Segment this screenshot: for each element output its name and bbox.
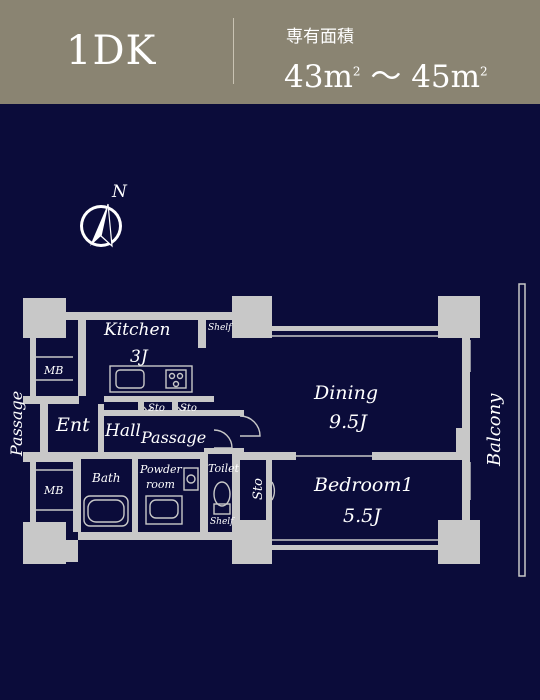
- area-label: 専有面積: [286, 27, 354, 47]
- sto-label-3: Sto: [251, 478, 266, 500]
- unit-type: 1DK: [66, 28, 157, 74]
- header-bar: 1DK 専有面積 43m2 〜 45m2: [0, 0, 540, 104]
- toilet-label: Toilet: [208, 462, 240, 475]
- sto-label-2: Sto: [180, 403, 197, 414]
- passage-outer-label: Passage: [7, 391, 26, 457]
- shelf-top-label: Shelf: [208, 323, 233, 333]
- passage-inner-label: Passage: [140, 428, 206, 447]
- area-range: 43m2 〜 45m2: [284, 51, 488, 96]
- compass-icon: [80, 203, 122, 248]
- balcony-rail: [518, 283, 526, 577]
- dining-size: 9.5J: [329, 411, 368, 433]
- ent-label: Ent: [55, 414, 90, 436]
- compass-label: N: [111, 182, 128, 202]
- mb-top-label: MB: [43, 364, 63, 377]
- area-max-sup: 2: [480, 64, 488, 79]
- area-max: 45m: [411, 59, 481, 95]
- bath-label: Bath: [91, 471, 121, 485]
- shelf-bottom-label: Shelf: [210, 517, 235, 527]
- powder-label-1: Powder: [139, 463, 183, 476]
- hall-label: Hall: [104, 421, 141, 441]
- powder-label-2: room: [146, 478, 175, 491]
- bedroom-label: Bedroom1: [313, 474, 413, 496]
- mb-bottom-label: MB: [43, 484, 63, 497]
- area-sep: 〜: [360, 59, 412, 95]
- area-min: 43m: [284, 59, 353, 95]
- header-divider: [233, 18, 234, 84]
- walls: [23, 296, 480, 564]
- balcony-label: Balcony: [484, 393, 505, 467]
- bedroom-size: 5.5J: [343, 505, 382, 527]
- sto-label-1: Sto: [148, 403, 165, 414]
- kitchen-size: 3J: [130, 347, 149, 367]
- kitchen-label: Kitchen: [103, 320, 170, 340]
- dining-label: Dining: [313, 382, 378, 404]
- area-min-sup: 2: [352, 64, 361, 79]
- fixtures: [36, 335, 471, 541]
- floor-plan: N: [7, 182, 526, 577]
